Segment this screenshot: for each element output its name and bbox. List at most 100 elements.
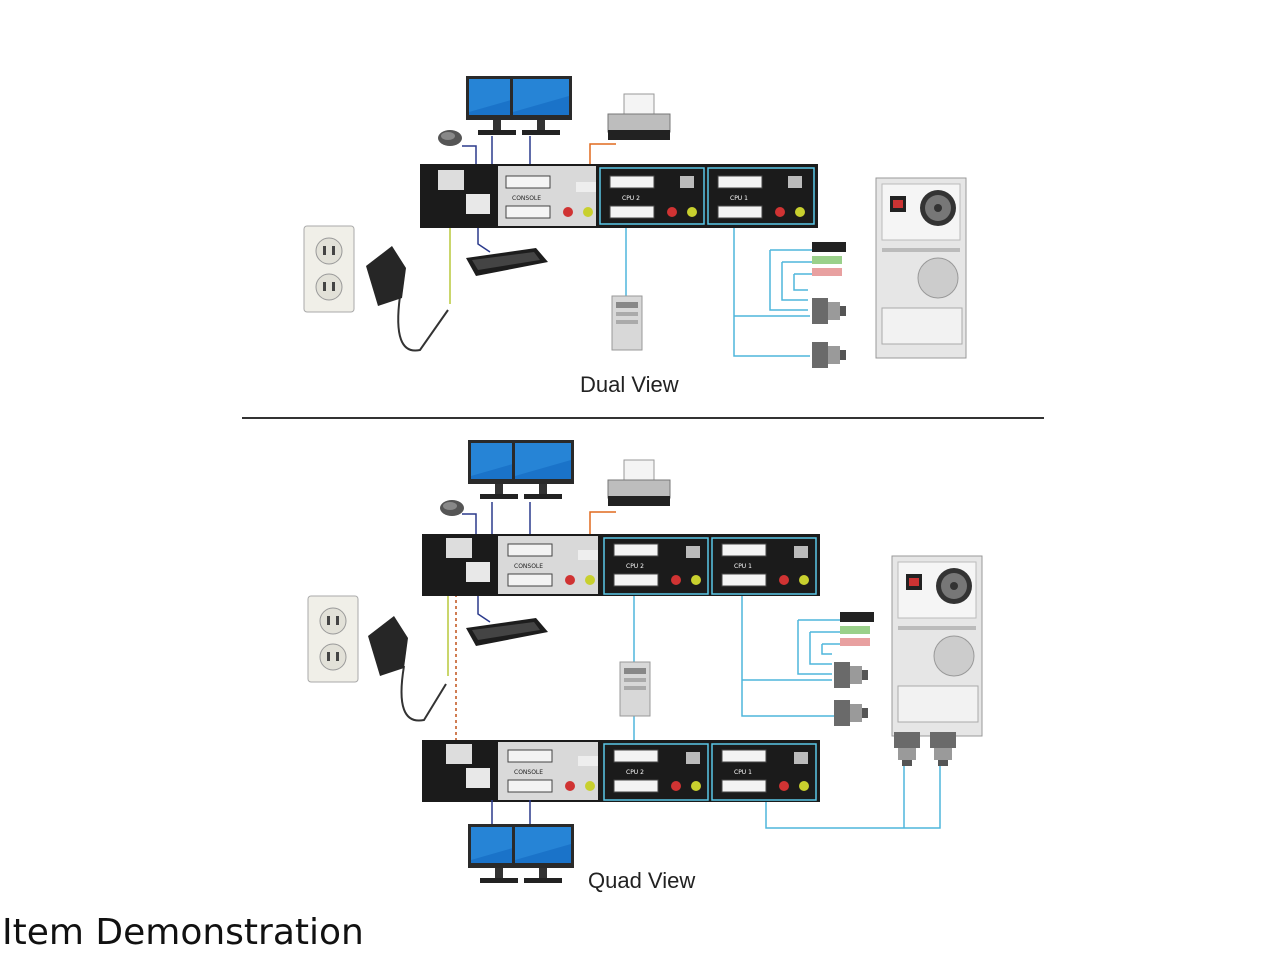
usb-connector-icon — [812, 242, 846, 252]
pc-tower-icon — [875, 177, 967, 359]
usb-port-icon — [466, 768, 490, 788]
dvi-port-icon — [717, 205, 763, 219]
speaker-port-icon — [585, 575, 595, 585]
dual-view-diagram: CONSOLE CPU 2 CPU 1 — [303, 76, 967, 368]
dvi-port-icon — [613, 543, 659, 557]
mic-port-icon — [667, 207, 677, 217]
cpu2-port-group — [603, 537, 709, 595]
dvi-port-icon — [507, 749, 553, 763]
usb-port-icon — [466, 562, 490, 582]
dvi-port-icon — [721, 779, 767, 793]
kvm-switch-cascaded: CONSOLE CPU 2 CPU 1 — [422, 740, 820, 802]
mic-port-icon — [775, 207, 785, 217]
audio-plug-icon — [840, 638, 870, 646]
rj45-port-icon — [446, 744, 472, 764]
audio-plug-icon — [812, 268, 842, 276]
usb-port-icon — [466, 194, 490, 214]
usb-connector-icon — [840, 612, 874, 622]
usb-hub-port-icon — [576, 182, 596, 192]
speaker-port-icon — [583, 207, 593, 217]
dvi-port-icon — [613, 573, 659, 587]
console-label: CONSOLE — [514, 563, 543, 570]
dvi-port-icon — [721, 573, 767, 587]
cpu2-port-group — [603, 743, 709, 801]
power-adapter-icon — [368, 616, 408, 676]
dvi-port-icon — [507, 543, 553, 557]
mic-port-icon — [779, 575, 789, 585]
quad-view-caption: Quad View — [588, 868, 696, 893]
usb-b-port-icon — [788, 176, 802, 188]
dvi-connector-icon — [894, 732, 920, 766]
dvi-port-icon — [505, 205, 551, 219]
speaker-port-icon — [799, 781, 809, 791]
wall-outlet-icon — [303, 225, 355, 313]
dvi-port-icon — [613, 779, 659, 793]
usb-hub-port-icon — [578, 756, 598, 766]
usb-hub-port-icon — [578, 550, 598, 560]
keyboard-icon — [466, 618, 548, 646]
mic-port-icon — [563, 207, 573, 217]
dvi-port-icon — [507, 779, 553, 793]
mic-port-icon — [671, 781, 681, 791]
audio-plug-icon — [840, 626, 870, 634]
monitor-icon — [512, 824, 574, 883]
mic-port-icon — [565, 781, 575, 791]
cpu1-port-group — [711, 743, 817, 801]
dvi-port-icon — [613, 749, 659, 763]
page-title: Item Demonstration — [2, 912, 364, 953]
audio-plug-icon — [812, 256, 842, 264]
dvi-port-icon — [609, 175, 655, 189]
dual-view-caption: Dual View — [580, 372, 679, 397]
printer-icon — [607, 93, 671, 141]
mic-port-icon — [671, 575, 681, 585]
speaker-port-icon — [799, 575, 809, 585]
console-label: CONSOLE — [514, 769, 543, 776]
dvi-connector-icon — [834, 662, 868, 688]
kvm-switch: CONSOLE CPU 2 CPU 1 — [422, 534, 820, 596]
cpu1-port-group — [707, 167, 815, 225]
printer-icon — [607, 459, 671, 507]
speaker-port-icon — [585, 781, 595, 791]
rj45-port-icon — [446, 538, 472, 558]
usb-b-port-icon — [680, 176, 694, 188]
pc-tower-icon — [891, 555, 983, 737]
dvi-connector-icon — [930, 732, 956, 766]
quad-view-diagram: CONSOLE CPU 2 CPU 1 — [307, 440, 983, 883]
usb-b-port-icon — [686, 546, 700, 558]
keyboard-icon — [466, 248, 548, 276]
wall-outlet-icon — [307, 595, 359, 683]
server-icon — [611, 295, 643, 351]
speaker-port-icon — [691, 781, 701, 791]
mic-port-icon — [779, 781, 789, 791]
dvi-connector-icon — [834, 700, 868, 726]
dvi-port-icon — [505, 175, 551, 189]
mic-port-icon — [565, 575, 575, 585]
kvm-switch: CONSOLE CPU 2 CPU 1 — [420, 164, 818, 228]
dvi-connector-icon — [812, 342, 846, 368]
mouse-icon — [440, 500, 464, 516]
dvi-port-icon — [507, 573, 553, 587]
monitor-icon — [510, 76, 572, 135]
console-label: CONSOLE — [512, 195, 541, 202]
cpu2-label: CPU 2 — [626, 769, 644, 776]
dvi-port-icon — [717, 175, 763, 189]
rj45-port-icon — [438, 170, 464, 190]
usb-b-port-icon — [686, 752, 700, 764]
cpu1-label: CPU 1 — [734, 563, 752, 570]
speaker-port-icon — [795, 207, 805, 217]
mouse-icon — [438, 130, 462, 146]
usb-b-port-icon — [794, 546, 808, 558]
dvi-connector-icon — [812, 298, 846, 324]
dvi-port-icon — [721, 543, 767, 557]
monitor-icon — [512, 440, 574, 499]
server-icon — [619, 661, 651, 717]
speaker-port-icon — [687, 207, 697, 217]
cpu2-label: CPU 2 — [626, 563, 644, 570]
power-adapter-icon — [366, 246, 406, 306]
cpu1-label: CPU 1 — [734, 769, 752, 776]
usb-b-port-icon — [794, 752, 808, 764]
dvi-port-icon — [609, 205, 655, 219]
cpu2-port-group — [599, 167, 705, 225]
dvi-port-icon — [721, 749, 767, 763]
